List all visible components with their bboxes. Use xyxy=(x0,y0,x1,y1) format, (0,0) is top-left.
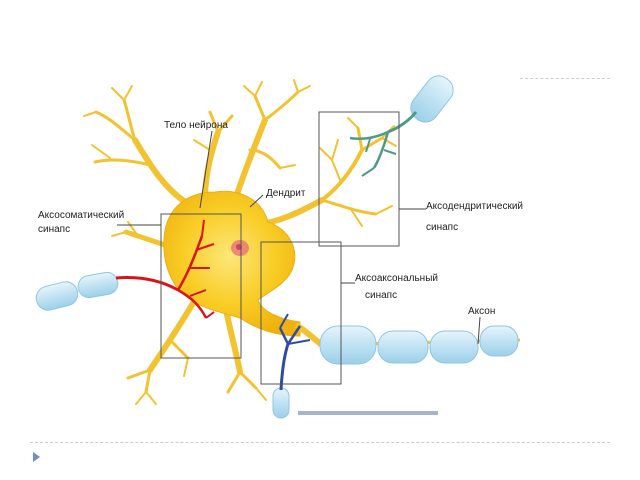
axosomatic-box xyxy=(160,213,242,359)
axodendritic-label-line1: Аксодендритический xyxy=(426,201,523,212)
axosomatic-label-line1: Аксосоматический xyxy=(38,210,124,221)
axosomatic-axon xyxy=(35,219,215,319)
axodendritic-axon xyxy=(349,75,454,177)
axoaxonal-box xyxy=(260,241,342,385)
bottom-bar xyxy=(298,411,438,415)
axosomatic-label-line2: синапс xyxy=(38,224,70,235)
soma-label: Тело нейрона xyxy=(164,120,228,131)
soma-leader xyxy=(199,130,213,209)
axoaxonal-axon xyxy=(272,313,311,419)
axoaxonal-label-line2: синапс xyxy=(365,290,397,301)
neuron-soma xyxy=(163,190,301,337)
axoaxonal-label-line1: Аксоаксональный xyxy=(355,273,438,284)
axodendritic-box xyxy=(318,111,400,247)
axon-label: Аксон xyxy=(468,306,495,317)
dendrite-leader xyxy=(249,194,264,208)
bottom-divider xyxy=(30,442,610,443)
axodendritic-label-line2: синапс xyxy=(426,222,458,233)
main-axon xyxy=(294,322,521,365)
top-divider xyxy=(520,78,610,79)
bullet-arrow-icon xyxy=(33,452,40,462)
dendrite-label: Дендрит xyxy=(266,188,306,199)
axon-leader xyxy=(477,316,481,345)
